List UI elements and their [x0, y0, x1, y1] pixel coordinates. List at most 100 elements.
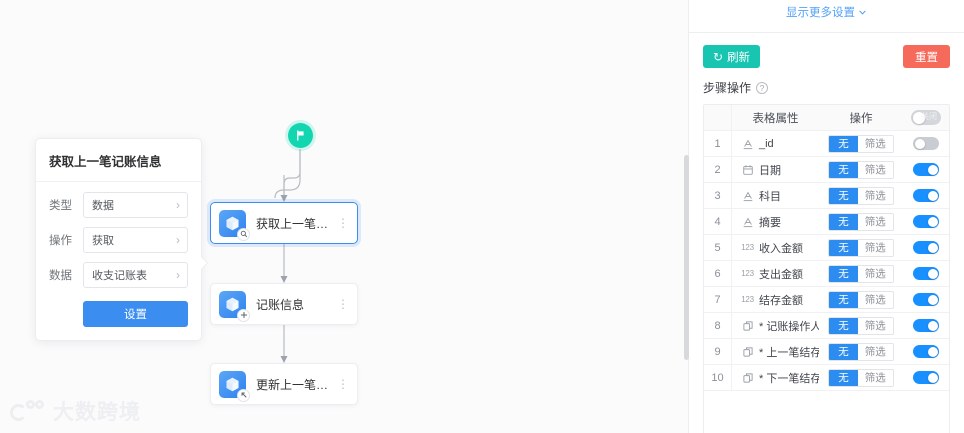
- operation-none-option[interactable]: 无: [829, 187, 858, 204]
- operation-filter-option[interactable]: 筛选: [857, 239, 893, 256]
- number-type-icon: 123: [741, 295, 754, 304]
- row-toggle-cell[interactable]: [903, 189, 949, 202]
- operation-filter-option[interactable]: 筛选: [857, 317, 893, 334]
- row-toggle[interactable]: [913, 319, 939, 332]
- operation-none-option[interactable]: 无: [829, 161, 858, 178]
- row-operation: 无筛选: [819, 238, 903, 257]
- settings-button[interactable]: 设置: [83, 301, 188, 327]
- operation-segmented-control[interactable]: 无筛选: [828, 290, 894, 309]
- row-toggle[interactable]: [913, 241, 939, 254]
- row-toggle-cell[interactable]: [903, 215, 949, 228]
- node-more-icon[interactable]: ⋮: [337, 377, 349, 391]
- reset-button[interactable]: 重置: [903, 45, 950, 68]
- operation-filter-option[interactable]: 筛选: [857, 369, 893, 386]
- refresh-button[interactable]: ↻ 刷新: [703, 45, 761, 68]
- row-index: 1: [704, 131, 732, 156]
- table-row[interactable]: 8* 记账操作人无筛选: [704, 313, 949, 339]
- row-index: 9: [704, 339, 732, 364]
- flow-node-get-last-record[interactable]: 获取上一笔记... ⋮: [210, 202, 358, 244]
- row-toggle[interactable]: [913, 345, 939, 358]
- row-toggle[interactable]: [913, 267, 939, 280]
- operation-none-option[interactable]: 无: [829, 317, 858, 334]
- operation-segmented-control[interactable]: 无筛选: [828, 134, 894, 153]
- row-toggle[interactable]: [913, 215, 939, 228]
- operation-none-option[interactable]: 无: [829, 369, 858, 386]
- operation-filter-option[interactable]: 筛选: [857, 187, 893, 204]
- operation-filter-option[interactable]: 筛选: [857, 291, 893, 308]
- row-toggle-cell[interactable]: [903, 345, 949, 358]
- row-toggle-cell[interactable]: [903, 137, 949, 150]
- flow-node-update-last-record[interactable]: 更新上一笔记... ⋮: [210, 363, 358, 405]
- operation-segmented-control[interactable]: 无筛选: [828, 368, 894, 387]
- row-toggle[interactable]: [913, 189, 939, 202]
- operation-segmented-control[interactable]: 无筛选: [828, 212, 894, 231]
- operation-filter-option[interactable]: 筛选: [857, 135, 893, 152]
- table-row[interactable]: 10* 下一笔结存无筛选: [704, 365, 949, 391]
- show-more-settings-label: 显示更多设置: [786, 7, 855, 19]
- flow-node-record-info[interactable]: 记账信息 ⋮: [210, 283, 358, 325]
- operation-segmented-control[interactable]: 无筛选: [828, 160, 894, 179]
- operation-segmented-control[interactable]: 无筛选: [828, 238, 894, 257]
- header-master-toggle[interactable]: 关闭: [903, 110, 949, 125]
- data-select[interactable]: 收支记账表 ›: [83, 262, 188, 288]
- row-toggle-cell[interactable]: [903, 319, 949, 332]
- show-more-settings-link[interactable]: 显示更多设置: [689, 0, 964, 24]
- operation-segmented-control[interactable]: 无筛选: [828, 342, 894, 361]
- operation-none-option[interactable]: 无: [829, 135, 858, 152]
- row-toggle-cell[interactable]: [903, 241, 949, 254]
- operation-filter-option[interactable]: 筛选: [857, 161, 893, 178]
- flow-start-node[interactable]: [288, 123, 313, 148]
- node-label: 记账信息: [256, 297, 305, 312]
- operation-filter-option[interactable]: 筛选: [857, 343, 893, 360]
- row-field-label: 结存金额: [759, 294, 803, 307]
- row-toggle[interactable]: [913, 371, 939, 384]
- table-row[interactable]: 2 日期 无筛选: [704, 157, 949, 183]
- operation-select[interactable]: 获取 ›: [83, 227, 188, 253]
- row-operation: 无筛选: [819, 316, 903, 335]
- panel-scrollbar[interactable]: [684, 155, 689, 360]
- row-operation: 无筛选: [819, 212, 903, 231]
- update-badge-icon: [237, 388, 250, 402]
- type-select[interactable]: 数据 ›: [83, 192, 188, 218]
- header-operation: 操作: [849, 112, 873, 125]
- row-index: 2: [704, 157, 732, 182]
- node-more-icon[interactable]: ⋮: [337, 297, 349, 311]
- header-index: [704, 105, 732, 130]
- operation-segmented-control[interactable]: 无筛选: [828, 264, 894, 283]
- help-icon[interactable]: ?: [756, 81, 769, 94]
- row-toggle-cell[interactable]: [903, 267, 949, 280]
- flow-canvas[interactable]: 获取上一笔记... ⋮ 记账信息 ⋮: [0, 0, 688, 433]
- row-index: 6: [704, 261, 732, 286]
- operation-none-option[interactable]: 无: [829, 291, 858, 308]
- node-more-icon[interactable]: ⋮: [337, 216, 349, 230]
- operation-none-option[interactable]: 无: [829, 265, 858, 282]
- row-toggle[interactable]: [913, 137, 939, 150]
- row-field-label: * 上一笔结存: [759, 346, 819, 359]
- operation-filter-option[interactable]: 筛选: [857, 265, 893, 282]
- master-toggle[interactable]: 关闭: [911, 110, 941, 125]
- operation-none-option[interactable]: 无: [829, 213, 858, 230]
- row-toggle-cell[interactable]: [903, 293, 949, 306]
- operation-segmented-control[interactable]: 无筛选: [828, 316, 894, 335]
- row-toggle[interactable]: [913, 163, 939, 176]
- operation-filter-option[interactable]: 筛选: [857, 213, 893, 230]
- row-index: 10: [704, 365, 732, 390]
- operation-none-option[interactable]: 无: [829, 343, 858, 360]
- data-label: 数据: [49, 270, 72, 282]
- row-field-label: 日期: [759, 164, 781, 177]
- operation-segmented-control[interactable]: 无筛选: [828, 186, 894, 205]
- row-toggle-cell[interactable]: [903, 371, 949, 384]
- cube-icon: [219, 290, 250, 322]
- row-toggle-cell[interactable]: [903, 163, 949, 176]
- row-toggle[interactable]: [913, 293, 939, 306]
- operation-value: 获取: [92, 235, 114, 247]
- operation-none-option[interactable]: 无: [829, 239, 858, 256]
- table-row[interactable]: 9 * 上一笔结存无筛选: [704, 339, 949, 365]
